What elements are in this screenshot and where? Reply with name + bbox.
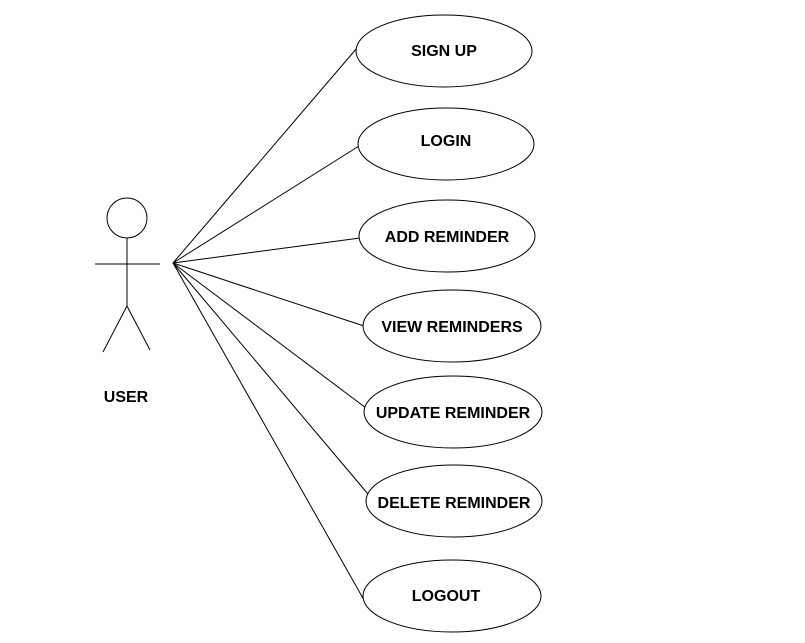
use-case-ellipse	[362, 559, 542, 633]
association-line-view-reminders	[172, 262, 365, 327]
use-case-ellipse	[362, 289, 542, 363]
association-line-sign-up	[172, 47, 358, 264]
association-line-delete-reminder	[172, 262, 369, 495]
use-case-ellipse	[365, 464, 543, 538]
actor-user	[95, 197, 160, 353]
actor-right-leg	[126, 305, 151, 351]
use-case-label: LOGIN	[421, 133, 472, 150]
use-case-label: LOGOUT	[412, 588, 481, 605]
use-case-ellipse	[357, 107, 535, 181]
use-case-label: SIGN UP	[411, 43, 477, 60]
use-case-ellipse	[363, 375, 543, 449]
use-case-label: VIEW REMINDERS	[381, 319, 523, 336]
use-case-sign-up: SIGN UP	[355, 14, 533, 88]
association-line-update-reminder	[172, 262, 367, 409]
use-case-label: UPDATE REMINDER	[376, 405, 531, 422]
association-line-logout	[172, 262, 365, 601]
use-case-login: LOGIN	[357, 107, 535, 181]
use-case-ellipse	[358, 199, 536, 273]
association-line-login	[172, 145, 360, 264]
use-case-label: DELETE REMINDER	[378, 495, 531, 512]
use-case-label: ADD REMINDER	[385, 229, 510, 246]
use-case-delete-reminder: DELETE REMINDER	[365, 464, 543, 538]
actor-label: USER	[104, 389, 149, 406]
association-line-add-reminder	[172, 237, 361, 264]
associations	[172, 47, 369, 601]
actor-left-leg	[102, 305, 128, 353]
use-case-add-reminder: ADD REMINDER	[358, 199, 536, 273]
use-case-ellipse	[355, 14, 533, 88]
use-case-logout: LOGOUT	[362, 559, 542, 633]
use-case-view-reminders: VIEW REMINDERS	[362, 289, 542, 363]
use-case-update-reminder: UPDATE REMINDER	[363, 375, 543, 449]
stick-figure-icon	[106, 197, 148, 239]
